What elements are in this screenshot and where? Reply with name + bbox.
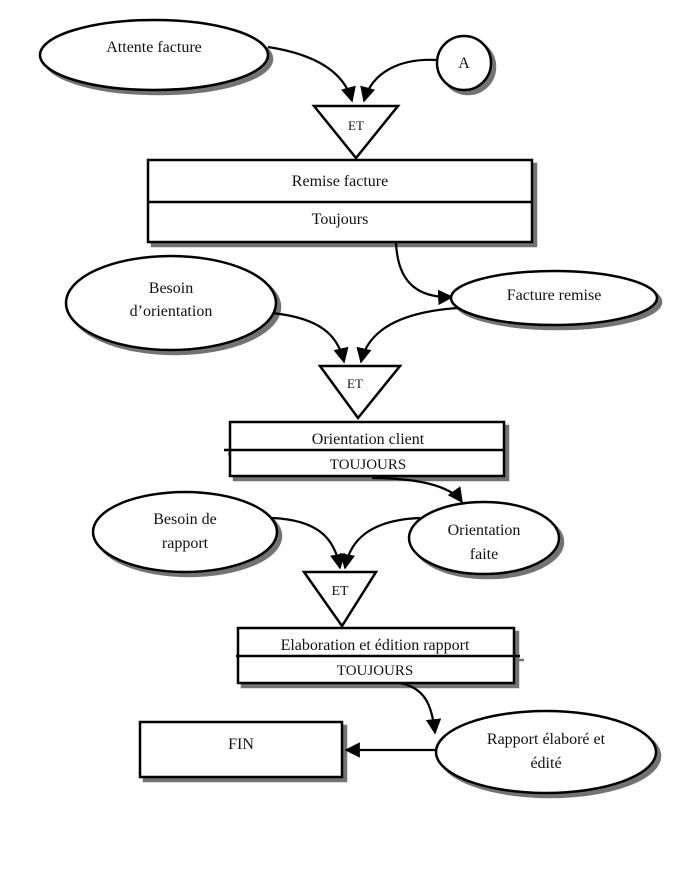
event-orientation-faite: Orientation faite: [407, 500, 561, 576]
operation-orientation-client-rule: TOUJOURS: [330, 457, 406, 473]
arrow-besoin-orient-to-et2: [271, 311, 349, 364]
operation-remise-facture-title: Remise facture: [292, 173, 388, 190]
connector-a-label: A: [458, 55, 470, 72]
arrow-faite-to-et3: [339, 516, 421, 570]
operation-elaboration-rapport: [236, 626, 520, 685]
gate-et-3-label: ET: [331, 584, 349, 599]
event-facture-remise-label: Facture remise: [507, 287, 602, 304]
arrow-rapport-to-reponse: [399, 681, 442, 735]
event-orientation-faite-line1: Orientation: [448, 522, 521, 539]
connector-a: A: [435, 34, 493, 92]
event-besoin-orientation-line2: d’orientation: [130, 303, 213, 320]
event-rapport-elabore: Rapport élaboré et édité: [434, 709, 658, 795]
end-fin-label: FIN: [228, 736, 254, 753]
operation-remise-facture: [146, 158, 534, 244]
operation-elaboration-rapport-title: Elaboration et édition rapport: [281, 637, 470, 654]
event-orientation-faite-line2: faite: [470, 546, 498, 563]
gate-et-2-label: ET: [347, 376, 363, 391]
gate-et-1-label: ET: [348, 118, 364, 133]
arrow-a-to-et1: [360, 58, 438, 103]
event-attente-facture-label: Attente facture: [106, 39, 202, 56]
event-besoin-orientation: Besoin d’orientation: [64, 254, 278, 352]
operation-remise-facture-rule: Toujours: [312, 211, 369, 228]
event-besoin-orientation-line1: Besoin: [149, 280, 193, 297]
arrow-attente-to-et1: [267, 45, 356, 103]
event-rapport-elabore-line2: édité: [530, 755, 561, 772]
operation-orientation-client: [224, 420, 506, 478]
event-attente-facture: Attente facture: [38, 18, 270, 92]
arrow-orient-to-faite: [371, 476, 463, 504]
gate-et-1: ET: [311, 104, 401, 160]
event-besoin-rapport-line1: Besoin de: [153, 511, 217, 528]
connectors: [267, 45, 463, 758]
arrow-facture-to-et2: [356, 306, 459, 364]
event-facture-remise: Facture remise: [449, 269, 659, 327]
arrow-besoin-rapport-to-et3: [271, 516, 346, 570]
arrow-remise-to-facture: [394, 242, 454, 306]
operation-elaboration-rapport-rule: TOUJOURS: [337, 663, 413, 679]
gate-et-3: ET: [301, 570, 379, 629]
operation-orientation-client-title: Orientation client: [312, 431, 425, 448]
end-fin-box: [138, 720, 344, 779]
event-besoin-rapport-line2: rapport: [162, 535, 209, 552]
gate-et-2: ET: [317, 364, 403, 421]
event-besoin-rapport: Besoin de rapport: [91, 490, 279, 574]
event-rapport-elabore-line1: Rapport élaboré et: [487, 731, 606, 748]
